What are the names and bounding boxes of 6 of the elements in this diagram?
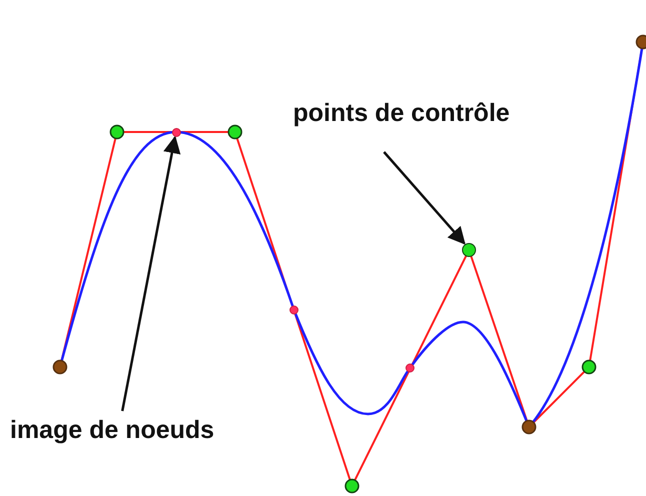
knot-point <box>172 128 180 136</box>
callout-label: image de noeuds <box>10 415 214 445</box>
callout-label: points de contrôle <box>293 98 510 128</box>
leader-arrow <box>383 151 466 245</box>
control-point <box>462 243 476 257</box>
leader-arrow <box>121 136 181 412</box>
